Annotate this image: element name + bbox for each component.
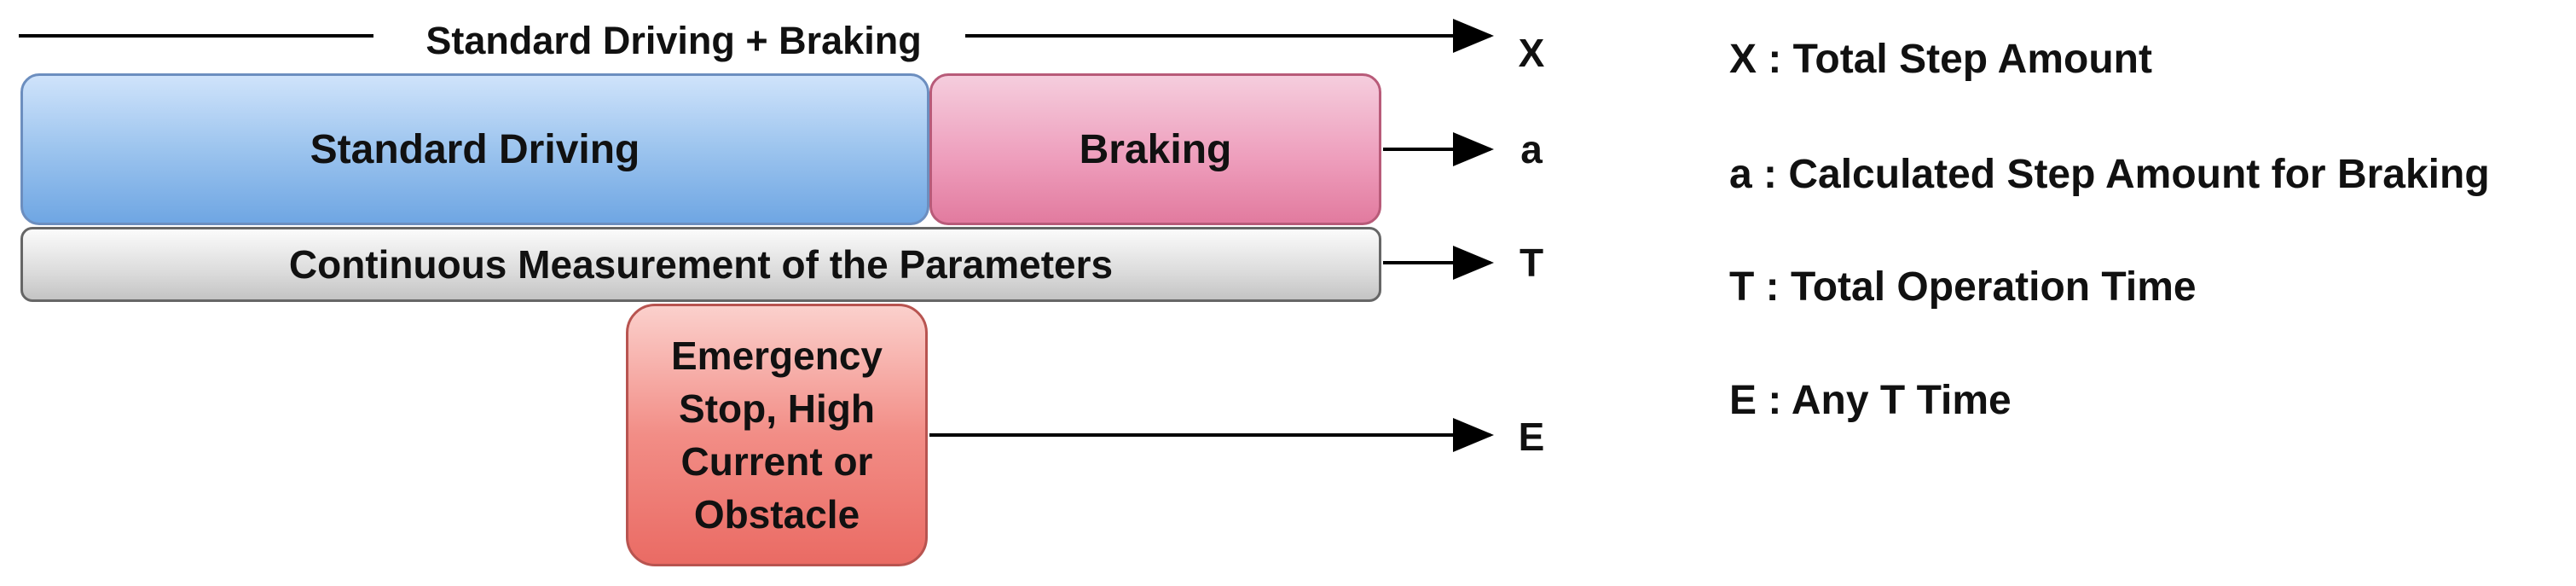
legend-item-x: X : Total Step Amount xyxy=(1729,37,2152,82)
measurement-block: Continuous Measurement of the Parameters xyxy=(20,227,1381,302)
braking-block: Braking xyxy=(929,73,1381,225)
label-a: a xyxy=(1520,127,1543,171)
legend-item-t: T : Total Operation Time xyxy=(1729,264,2197,310)
emergency-stop-block: Emergency Stop, High Current or Obstacle xyxy=(626,304,928,566)
label-x: X xyxy=(1518,31,1545,75)
legend-item-a: a : Calculated Step Amount for Braking xyxy=(1729,152,2490,197)
standard-driving-block: Standard Driving xyxy=(20,73,929,225)
label-t: T xyxy=(1519,241,1544,285)
legend-item-e: E : Any T Time xyxy=(1729,378,2012,423)
top-span-label: Standard Driving + Braking xyxy=(425,19,922,62)
label-e: E xyxy=(1518,415,1545,459)
